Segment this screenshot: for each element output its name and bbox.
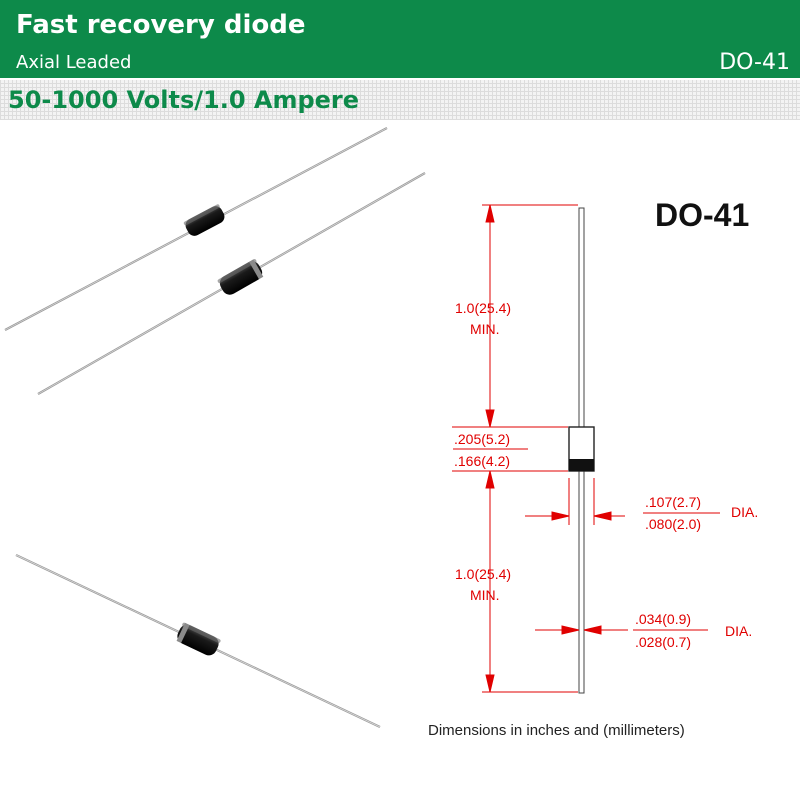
- rating-text: 50-1000 Volts/1.0 Ampere: [8, 86, 360, 114]
- package-badge: DO-41: [719, 50, 790, 75]
- product-subtitle: Axial Leaded: [16, 52, 132, 73]
- body-length-min: .166(4.2): [454, 453, 510, 469]
- bottom-lead-min: MIN.: [470, 587, 500, 603]
- lead-dia-suffix: DIA.: [725, 623, 752, 639]
- top-lead-length: 1.0(25.4): [455, 300, 511, 316]
- product-title: Fast recovery diode: [16, 10, 306, 40]
- diode-photo-2: [37, 172, 426, 395]
- lead-dia-max: .034(0.9): [635, 611, 691, 627]
- body-dia-suffix: DIA.: [731, 504, 758, 520]
- drawing-package-label: DO-41: [655, 197, 749, 233]
- body-dia-max: .107(2.7): [645, 494, 701, 510]
- dimensions-note: Dimensions in inches and (millimeters): [428, 722, 685, 739]
- cathode-band: [569, 459, 594, 471]
- header-banner: [0, 0, 800, 78]
- body-length-max: .205(5.2): [454, 431, 510, 447]
- top-lead-min: MIN.: [470, 321, 500, 337]
- bottom-lead-length: 1.0(25.4): [455, 566, 511, 582]
- rating-band: [0, 80, 800, 120]
- lead-dia-min: .028(0.7): [635, 634, 691, 650]
- body-dia-min: .080(2.0): [645, 516, 701, 532]
- diode-photo-1: [4, 127, 388, 331]
- diode-photo-3: [15, 554, 381, 728]
